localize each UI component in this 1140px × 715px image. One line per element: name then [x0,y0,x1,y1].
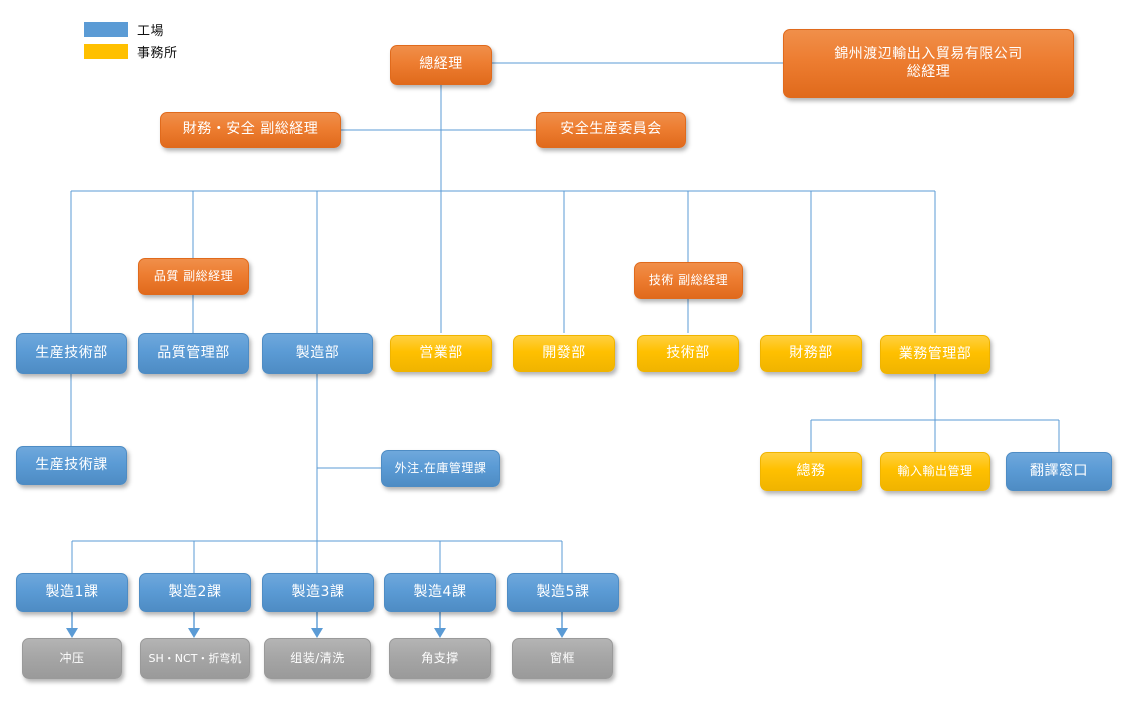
node-process-stamping[interactable]: 冲压 [22,638,122,679]
node-department-quality-control[interactable]: 品質管理部 [138,333,249,374]
node-label: 角支撑 [421,651,459,665]
legend-swatch-office-icon [84,44,128,59]
legend-item-office: 事務所 [84,42,178,61]
node-label: 安全生産委員会 [560,121,662,138]
node-label: 外注.在庫管理課 [394,461,487,475]
node-quality-deputy[interactable]: 品質 副総経理 [138,258,249,295]
node-label: 製造5課 [536,583,590,600]
node-label: 组装/清洗 [290,651,345,665]
node-process-corner-bracket[interactable]: 角支撑 [389,638,491,679]
node-safety-production-committee[interactable]: 安全生産委員会 [536,112,686,148]
node-finance-safety-deputy[interactable]: 財務・安全 副総経理 [160,112,341,148]
node-section-production-technology[interactable]: 生産技術課 [16,446,127,485]
node-subsection-import-export-management[interactable]: 輸入輸出管理 [880,452,990,491]
node-label: 技術 副総経理 [648,273,729,287]
node-label: 總経理 [419,56,463,73]
node-technology-deputy[interactable]: 技術 副総経理 [634,262,743,299]
node-label: SH・NCT・折弯机 [148,651,242,665]
node-manufacturing-section-2[interactable]: 製造2課 [139,573,251,612]
node-label: 財務部 [789,344,833,361]
node-parent-company[interactable]: 錦州渡辺輸出入貿易有限公司 総経理 [783,29,1074,98]
node-process-sh-nct-bending[interactable]: SH・NCT・折弯机 [140,638,250,679]
node-department-technology[interactable]: 技術部 [637,335,739,372]
node-label: 輸入輸出管理 [897,464,973,478]
node-label: 業務管理部 [898,345,972,362]
node-label: 財務・安全 副総経理 [182,121,319,138]
node-label: 總務 [796,462,826,479]
node-label: 技術部 [666,344,710,361]
node-label: 製造2課 [168,583,222,600]
node-department-finance[interactable]: 財務部 [760,335,862,372]
node-label-line2: 総経理 [906,63,951,80]
node-subsection-translation-window[interactable]: 翻譯窓口 [1006,452,1112,491]
node-label: 製造4課 [413,583,467,600]
node-department-sales[interactable]: 営業部 [390,335,492,372]
node-process-window-frame[interactable]: 窗框 [512,638,613,679]
node-label-line1: 錦州渡辺輸出入貿易有限公司 [834,46,1023,62]
legend: 工場 事務所 [84,20,178,64]
node-label: 製造部 [295,344,340,361]
node-label: 翻譯窓口 [1030,462,1088,479]
node-department-production-technology[interactable]: 生産技術部 [16,333,127,374]
node-label: 品質管理部 [157,344,230,361]
node-section-outsourcing-inventory[interactable]: 外注.在庫管理課 [381,450,500,487]
node-label: 生産技術課 [35,456,108,473]
node-process-assembly-washing[interactable]: 组装/清洗 [264,638,371,679]
node-label: 生産技術部 [35,344,108,361]
node-manufacturing-section-1[interactable]: 製造1課 [16,573,128,612]
node-label: 品質 副総経理 [153,269,234,283]
node-label: 冲压 [59,651,85,665]
legend-item-factory: 工場 [84,20,178,39]
node-label: 製造1課 [45,583,99,600]
node-label: 営業部 [419,344,463,361]
legend-label-factory: 工場 [137,24,165,39]
node-manufacturing-section-4[interactable]: 製造4課 [384,573,496,612]
node-manufacturing-section-5[interactable]: 製造5課 [507,573,619,612]
node-label: 製造3課 [291,583,345,600]
node-label: 窗框 [549,651,575,665]
legend-label-office: 事務所 [137,46,178,61]
node-manufacturing-section-3[interactable]: 製造3課 [262,573,374,612]
node-department-development[interactable]: 開發部 [513,335,615,372]
node-department-manufacturing[interactable]: 製造部 [262,333,373,374]
legend-swatch-factory-icon [84,22,128,37]
node-department-business-management[interactable]: 業務管理部 [880,335,990,374]
node-general-manager[interactable]: 總経理 [390,45,492,85]
node-label: 開發部 [542,344,586,361]
node-subsection-general-affairs[interactable]: 總務 [760,452,862,491]
